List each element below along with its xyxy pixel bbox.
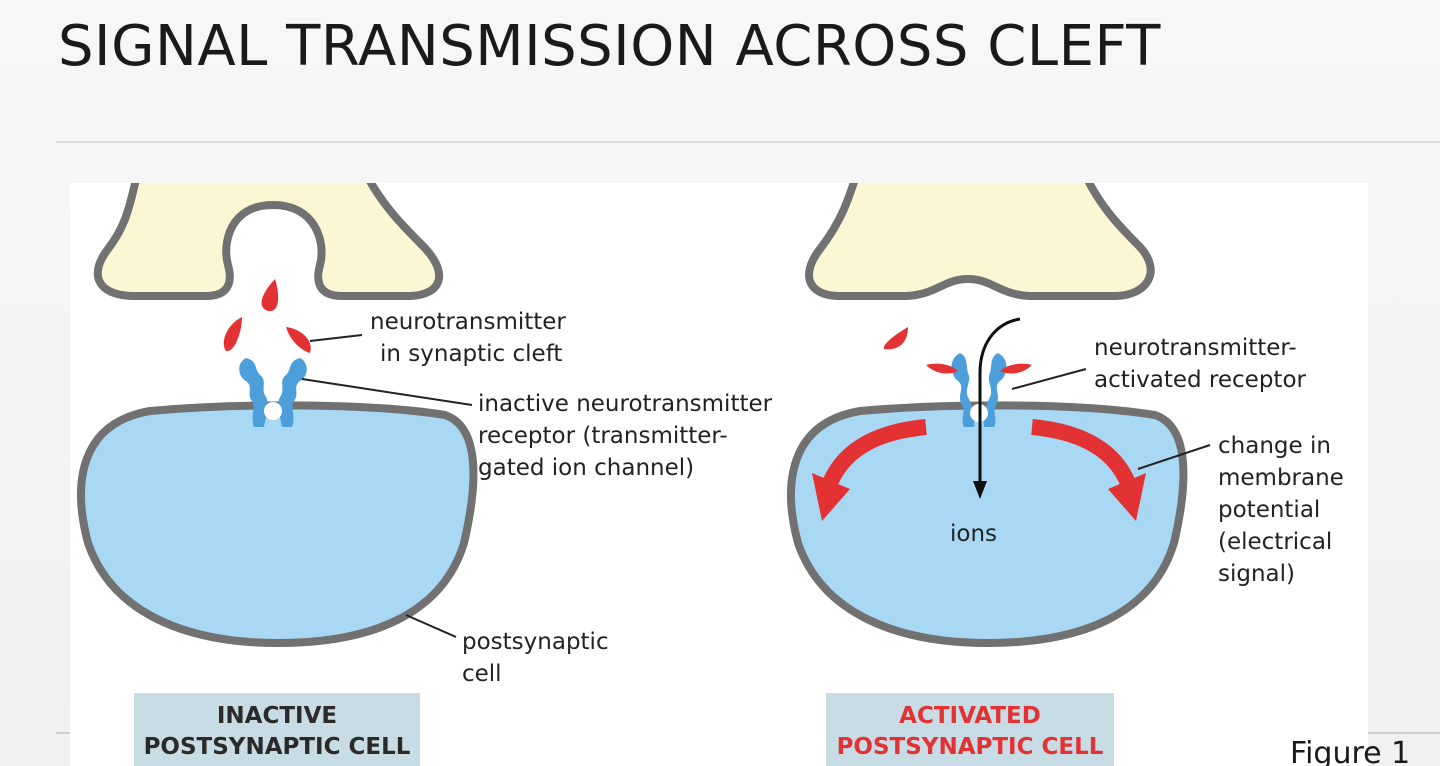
neurotransmitter-bound-right [1000,363,1032,374]
title-divider [56,141,1440,143]
neurotransmitter-3 [286,327,311,353]
label-potential-l3: potential [1218,497,1320,523]
inactive-state-box [134,693,420,766]
label-postsynaptic-l2: cell [462,661,502,687]
ion-flow-arrowhead [973,481,987,499]
presynaptic-terminal-left [93,183,444,300]
leader-activated-receptor [1011,368,1087,390]
leader-inactive-receptor [301,378,473,406]
presynaptic-terminal-right [805,183,1155,300]
label-neurotransmitter-l1: neurotransmitter [370,309,566,335]
membrane-potential-arrow-right [1031,419,1136,487]
label-postsynaptic-l1: postsynaptic [462,629,609,655]
label-ions: ions [950,521,997,547]
label-potential-l2: membrane [1218,465,1344,491]
activated-state-label-l1: ACTIVATED [899,703,1041,729]
activated-state-box [826,693,1114,766]
leader-postsynaptic-cell [405,614,457,638]
neurotransmitter-1 [261,279,279,312]
label-neurotransmitter-l2: in synaptic cleft [380,341,562,367]
membrane-potential-arrowhead-left [812,473,850,521]
synapse-figure: neurotransmitter in synaptic cleft inact… [70,183,1368,766]
neurotransmitter-bound-left [926,363,958,374]
label-activated-receptor-l1: neurotransmitter- [1094,335,1297,361]
neurotransmitter-free [883,327,908,350]
leader-neurotransmitter [309,334,363,342]
membrane-potential-arrowhead-right [1108,473,1146,521]
label-potential-l1: change in [1218,433,1331,459]
label-inactive-receptor-l2: receptor (transmitter- [478,423,728,449]
ion-flow-arrow [978,317,1021,483]
postsynaptic-cell-left [77,401,478,648]
slide-title: SIGNAL TRANSMISSION ACROSS CLEFT [58,14,1161,79]
activated-panel: neurotransmitter- activated receptor ion… [787,183,1344,766]
label-activated-receptor-l2: activated receptor [1094,367,1307,393]
label-inactive-receptor-l3: gated ion channel) [478,455,694,481]
figure-caption: Figure 1 [1290,736,1411,766]
neurotransmitter-2 [223,317,242,352]
postsynaptic-cell-right [787,401,1188,648]
leader-membrane-potential [1137,444,1211,470]
label-potential-l4: (electrical [1218,529,1332,555]
label-potential-l5: signal) [1218,561,1295,587]
inactive-receptor [239,358,307,427]
activated-state-label-l2: POSTSYNAPTIC CELL [837,734,1104,760]
membrane-potential-arrow-left [822,419,927,487]
inactive-state-label-l2: POSTSYNAPTIC CELL [144,734,411,760]
inactive-panel: neurotransmitter in synaptic cleft inact… [77,183,773,766]
synapse-diagram: neurotransmitter in synaptic cleft inact… [77,183,1344,766]
label-inactive-receptor-l1: inactive neurotransmitter [478,391,773,417]
inactive-state-label-l1: INACTIVE [217,703,337,729]
